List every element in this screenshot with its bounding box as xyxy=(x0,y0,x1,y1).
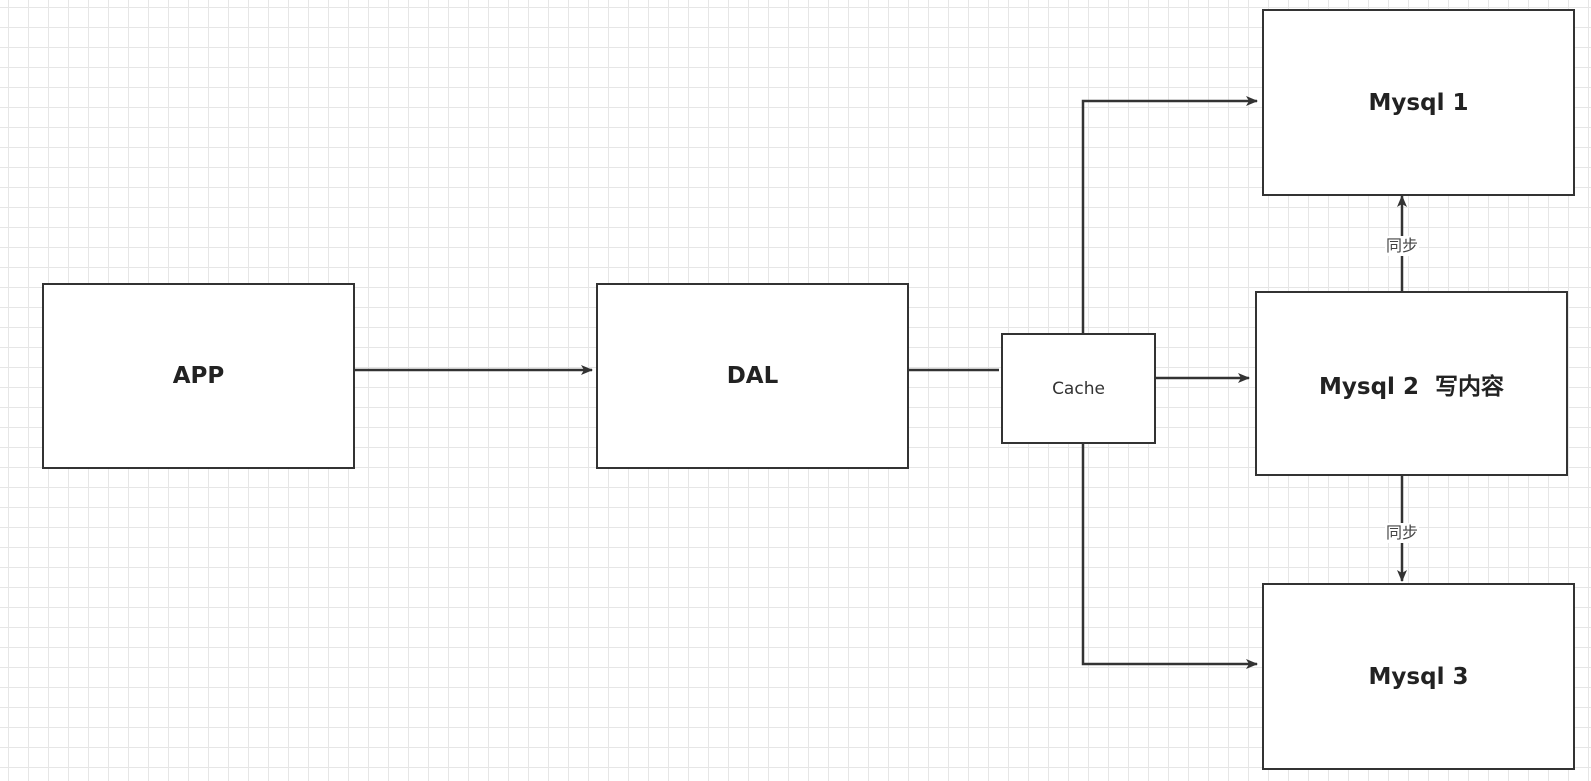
cache-node[interactable]: Cache xyxy=(1001,333,1156,444)
mysql2-node[interactable]: Mysql 2 写内容 xyxy=(1255,291,1568,476)
mysql3-node[interactable]: Mysql 3 xyxy=(1262,583,1575,770)
mysql1-node[interactable]: Mysql 1 xyxy=(1262,9,1575,196)
app-node[interactable]: APP xyxy=(42,283,355,469)
dal-node[interactable]: DAL xyxy=(596,283,909,469)
edge-cache-to-mysql1 xyxy=(1081,96,1258,333)
edge-cache-to-mysql3 xyxy=(1081,442,1258,669)
sync-down-label: 同步 xyxy=(1384,523,1420,543)
sync-up-label: 同步 xyxy=(1384,236,1420,256)
